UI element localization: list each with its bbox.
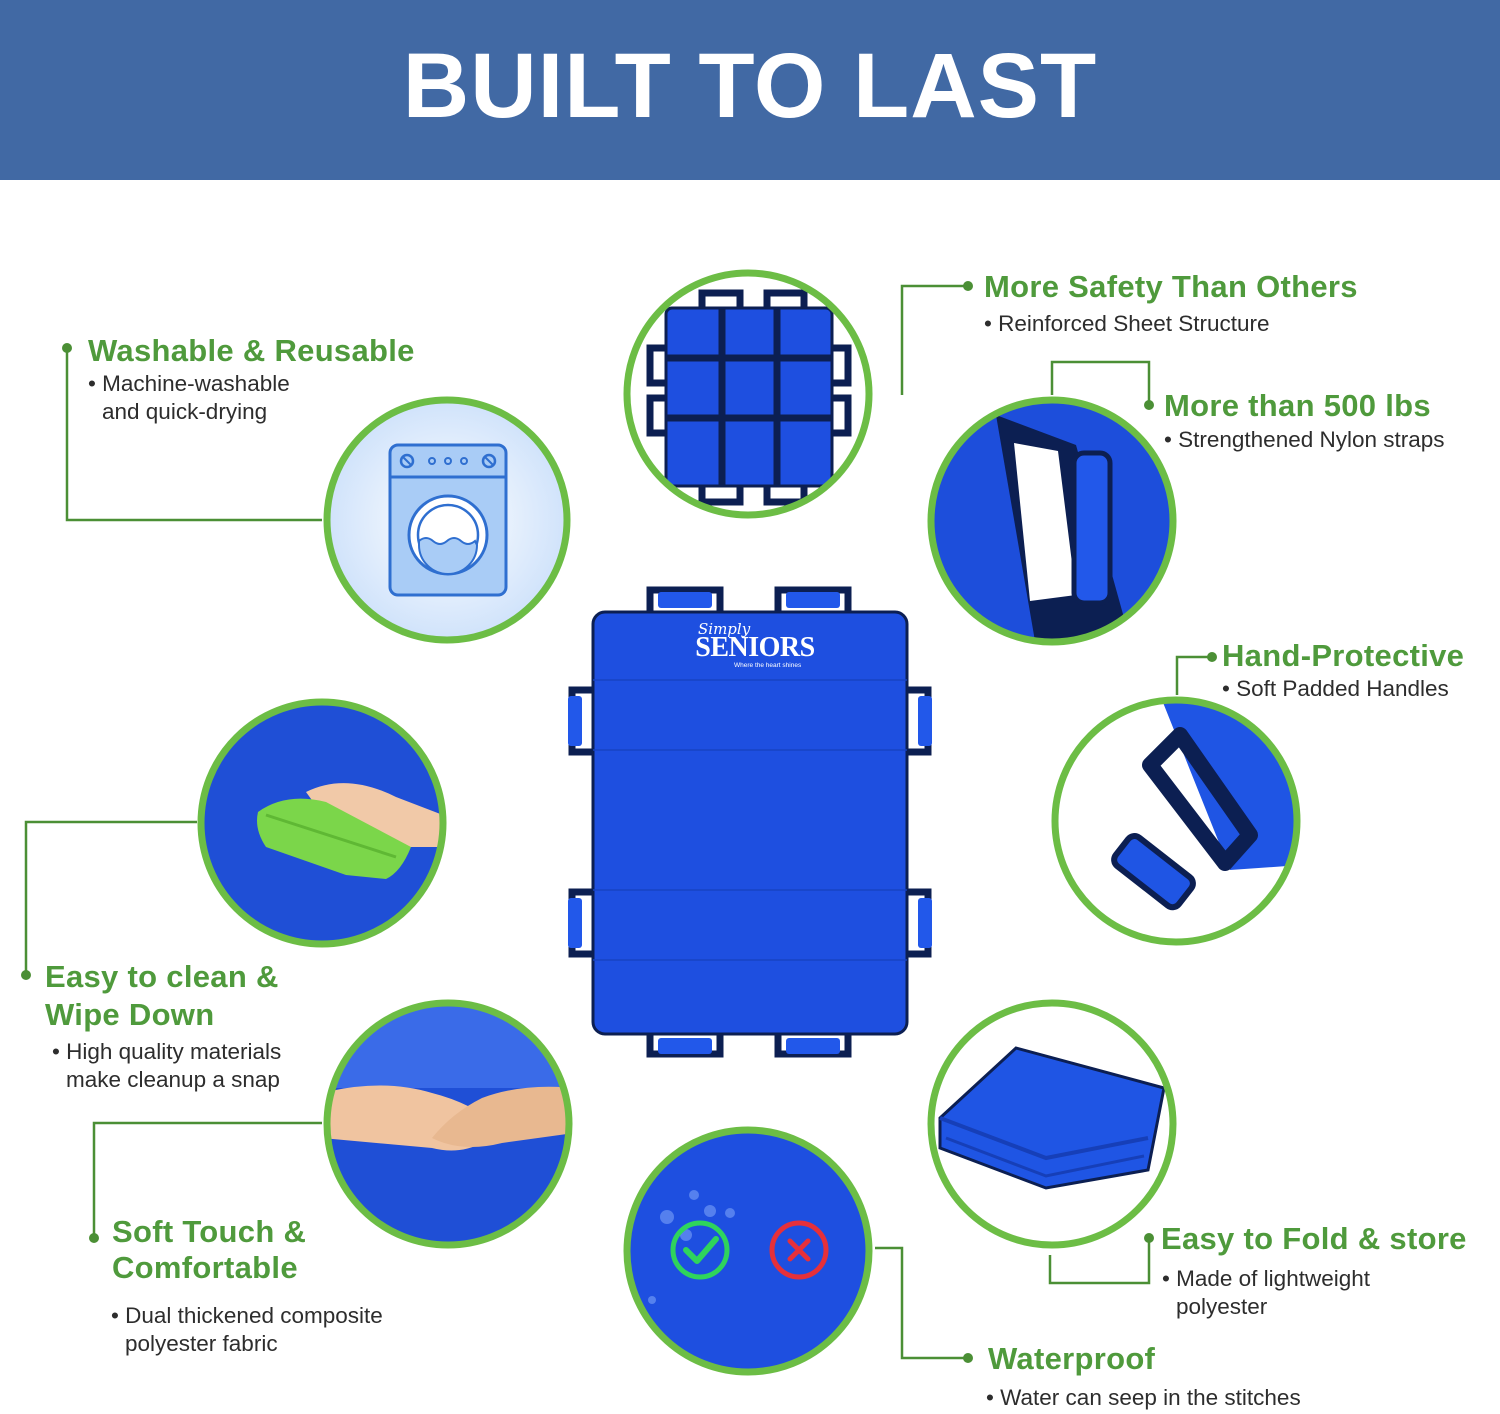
brand-logo: Simply SENIORS Where the heart shines [690, 620, 820, 672]
product-sheet [560, 580, 940, 1065]
clean-title-line1: Easy to clean & [45, 959, 279, 994]
capacity-circle [926, 395, 1178, 647]
clean-title-line2: Wipe Down [45, 997, 215, 1032]
soft-title: Soft Touch & Comfortable [112, 1214, 307, 1292]
fold-circle [926, 998, 1178, 1250]
washable-circle [322, 395, 572, 645]
fold-title: Easy to Fold & store [1161, 1221, 1467, 1256]
hand-desc: • Soft Padded Handles [1222, 675, 1449, 703]
safety-title: More Safety Than Others [984, 269, 1358, 304]
washing-machine-icon [388, 443, 508, 597]
logo-brand: SENIORS [695, 632, 815, 663]
hand-protective-circle [1050, 695, 1302, 947]
capacity-title: More than 500 lbs [1164, 388, 1431, 423]
soft-desc-line1: • Dual thickened composite [111, 1303, 383, 1328]
page-title: BUILT TO LAST [402, 35, 1098, 137]
safety-desc: • Reinforced Sheet Structure [984, 310, 1270, 338]
clean-desc-line2: make cleanup a snap [66, 1067, 280, 1092]
soft-title-line1: Soft Touch & [112, 1214, 307, 1249]
capacity-desc: • Strengthened Nylon straps [1164, 426, 1445, 454]
waterproof-desc: • Water can seep in the stitches [986, 1384, 1301, 1412]
hand-desc-line1: • Soft Padded Handles [1222, 676, 1449, 701]
safety-circle [622, 268, 874, 520]
washable-desc-line2: and quick-drying [102, 399, 268, 424]
check-icon [670, 1220, 730, 1280]
safety-desc-line1: • Reinforced Sheet Structure [984, 311, 1270, 336]
cross-icon [769, 1220, 829, 1280]
clean-desc-line1: • High quality materials [52, 1039, 282, 1064]
waterproof-desc-line1: • Water can seep in the stitches [986, 1385, 1301, 1410]
soft-desc: • Dual thickened composite polyester fab… [111, 1302, 383, 1358]
fold-desc-line1: • Made of lightweight [1162, 1266, 1370, 1291]
hand-title: Hand-Protective [1222, 638, 1465, 673]
logo-tagline: Where the heart shines [734, 662, 802, 669]
capacity-desc-line1: • Strengthened Nylon straps [1164, 427, 1445, 452]
header-banner: BUILT TO LAST [0, 0, 1500, 180]
washable-title: Washable & Reusable [88, 333, 415, 368]
soft-desc-line2: polyester fabric [125, 1331, 278, 1356]
clean-title: Easy to clean & Wipe Down [45, 958, 279, 1034]
washable-desc: • Machine-washable and quick-drying [88, 370, 290, 426]
waterproof-circle [622, 1125, 874, 1377]
fold-desc: • Made of lightweight polyester [1162, 1265, 1370, 1321]
clean-desc: • High quality materials make cleanup a … [52, 1038, 281, 1094]
soft-title-line2: Comfortable [112, 1250, 298, 1285]
clean-circle [196, 697, 448, 949]
washable-desc-line1: • Machine-washable [88, 371, 290, 396]
soft-touch-circle [322, 998, 574, 1250]
waterproof-title: Waterproof [988, 1341, 1156, 1376]
logo-script: Simply [698, 620, 751, 638]
fold-desc-line2: polyester [1176, 1294, 1268, 1319]
